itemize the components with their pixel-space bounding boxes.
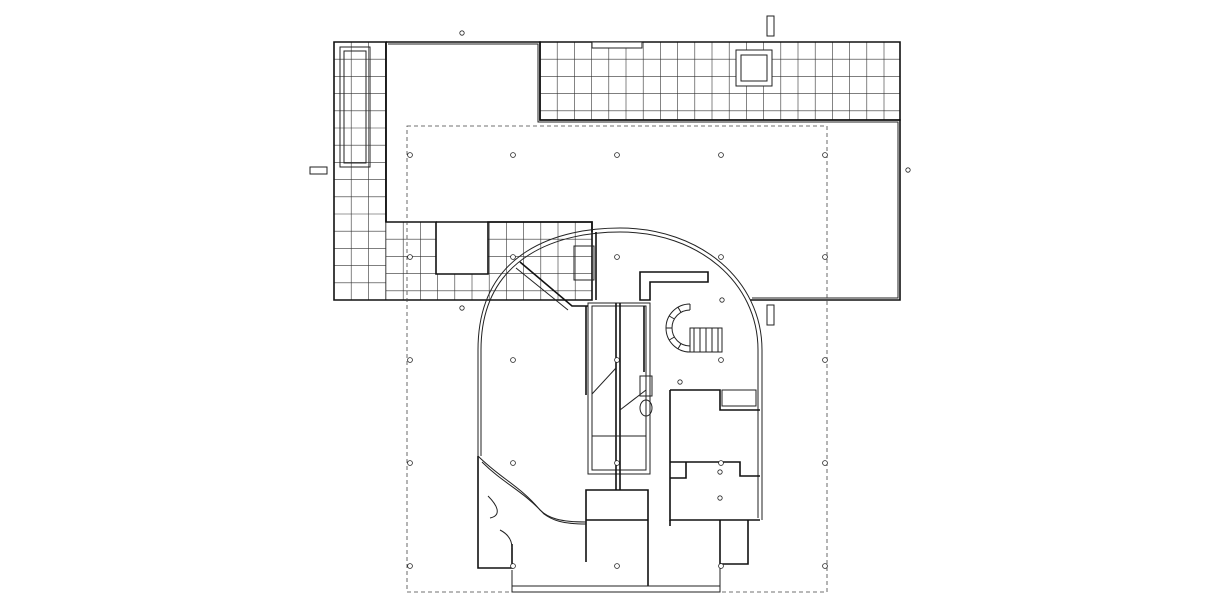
structural-column — [822, 563, 828, 569]
tile-line — [668, 315, 675, 320]
section-marker-top — [766, 15, 775, 37]
terrace-left-outline — [333, 41, 593, 301]
bath-curve — [487, 495, 498, 519]
structural-column — [614, 254, 620, 260]
structural-column — [407, 563, 413, 569]
counter-wall — [639, 271, 709, 301]
structural-columns — [407, 30, 911, 569]
wc-bowl — [639, 399, 653, 417]
structural-column — [822, 152, 828, 158]
structural-column — [407, 357, 413, 363]
curved-enclosure-wall — [477, 227, 763, 520]
structural-column — [510, 254, 516, 260]
structural-column — [614, 152, 620, 158]
main-slab-inner-edge — [388, 43, 899, 299]
structural-column — [510, 152, 516, 158]
bottom-rooms-walls — [477, 456, 749, 586]
planter-outer — [339, 46, 371, 168]
structural-column — [459, 30, 465, 36]
tile-line — [677, 306, 682, 313]
main-slab-outline — [385, 41, 901, 301]
wc-fixture — [639, 375, 653, 397]
structural-column — [905, 167, 911, 173]
structural-column — [510, 460, 516, 466]
section-marker-left — [309, 166, 328, 175]
structural-column — [459, 305, 465, 311]
spiral-stair — [665, 303, 723, 353]
skylight-inner — [740, 54, 768, 82]
structural-column — [510, 563, 516, 569]
bottom-facade — [511, 566, 721, 593]
tile-line — [668, 336, 675, 341]
curved-partition-inner — [481, 461, 587, 525]
ramp-inner — [591, 305, 647, 471]
structural-column — [718, 563, 724, 569]
structural-column — [407, 254, 413, 260]
wall-diagonal — [519, 261, 588, 307]
structural-column — [718, 357, 724, 363]
ramp-outline — [587, 302, 651, 475]
ramp-slope-a — [591, 367, 617, 395]
tile-line — [677, 343, 682, 350]
roof-terrace-tiles-top — [540, 42, 900, 120]
structural-column — [407, 460, 413, 466]
curved-enclosure-wall-inner — [480, 231, 759, 518]
skylight-outer — [735, 49, 773, 87]
section-marker-bottom — [766, 304, 775, 326]
roof-vent — [591, 41, 643, 49]
bath-curve-2 — [499, 529, 513, 549]
planter-inner — [343, 50, 367, 164]
structural-column — [718, 254, 724, 260]
structural-column — [822, 254, 828, 260]
structural-column — [614, 460, 620, 466]
structural-column — [614, 357, 620, 363]
structural-column — [717, 495, 723, 501]
structural-column — [718, 152, 724, 158]
service-room-cabinet — [721, 389, 757, 407]
ramp-slope-b — [619, 389, 647, 411]
terrace-top-outline — [539, 41, 901, 121]
service-room-walls — [669, 389, 760, 521]
wall-diagonal-inner — [515, 267, 569, 311]
structural-column — [407, 152, 413, 158]
structural-column — [614, 563, 620, 569]
roof-terrace-tiles-left — [334, 42, 592, 301]
structural-column — [719, 297, 725, 303]
structural-column — [822, 357, 828, 363]
structural-column — [510, 357, 516, 363]
curved-partition — [477, 455, 587, 523]
column-top-square — [573, 245, 595, 281]
structural-column — [822, 460, 828, 466]
structural-column — [717, 469, 723, 475]
structural-column — [677, 379, 683, 385]
structural-column — [718, 460, 724, 466]
